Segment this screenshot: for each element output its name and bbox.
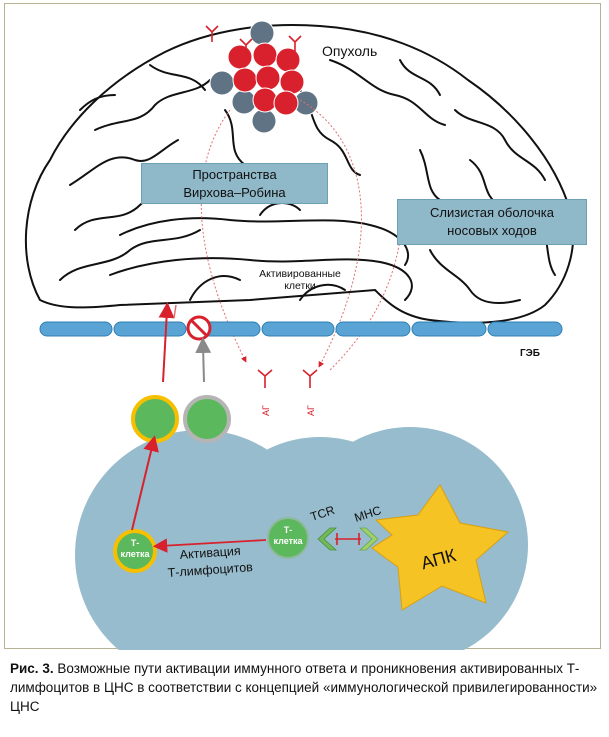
tumor-cell-red bbox=[275, 47, 301, 73]
t-cell-left-label-line2: клетка bbox=[120, 549, 150, 559]
tumor-cell-red bbox=[255, 65, 281, 91]
t-cell-center-label-line1: Т- bbox=[284, 525, 293, 535]
nasal-mucosa-box: Слизистая оболочка носовых ходов bbox=[397, 199, 587, 245]
antibody-icon bbox=[288, 35, 302, 52]
activation-label-line1: Активация bbox=[179, 544, 241, 562]
activation-label-line2: Т-лимфоцитов bbox=[167, 560, 253, 580]
tumor-cell-gray bbox=[249, 20, 275, 46]
tumor-cell-gray bbox=[209, 70, 235, 96]
blocked-crossing-icon bbox=[186, 315, 212, 341]
tumor-cell-red bbox=[273, 90, 299, 116]
activated-cells-label-line1: Активированные bbox=[259, 268, 341, 280]
tumor-cell-red bbox=[279, 69, 305, 95]
caption-text: Возможные пути активации иммунного ответ… bbox=[10, 661, 598, 714]
bbb-segment bbox=[335, 321, 411, 337]
antigen-label-2: АГ bbox=[306, 405, 316, 416]
inactive-t-cell bbox=[183, 395, 231, 443]
activation-arrow bbox=[152, 538, 267, 553]
virchow-robin-box: Пространства Вирхова–Робина bbox=[141, 163, 328, 204]
activated-t-cell bbox=[131, 395, 179, 443]
tcr-receptor-icon bbox=[317, 527, 338, 551]
antigen-icon bbox=[257, 369, 273, 388]
tumor-cell-gray bbox=[251, 108, 277, 134]
gray-blocked-arrow bbox=[195, 337, 212, 383]
t-cell-left-label-line1: Т- bbox=[131, 538, 140, 548]
antigen-markers bbox=[257, 369, 318, 388]
tumor-label: Опухоль bbox=[322, 43, 377, 59]
antibody-icon bbox=[205, 25, 219, 42]
bbb-segment bbox=[487, 321, 563, 337]
tumor-cell-red bbox=[227, 44, 253, 70]
caption-lead: Рис. 3. bbox=[10, 661, 54, 676]
antigen-label-1: АГ bbox=[261, 405, 271, 416]
t-cell-center-label-line2: клетка bbox=[273, 536, 303, 546]
activated-cells-label-line2: клетки bbox=[284, 280, 316, 292]
bbb-segment bbox=[39, 321, 113, 337]
bbb-segment bbox=[261, 321, 335, 337]
figure-caption: Рис. 3. Возможные пути активации иммунно… bbox=[10, 659, 602, 716]
migration-arrow bbox=[131, 435, 159, 531]
mhc-molecule-icon bbox=[358, 527, 379, 551]
tumor-cluster bbox=[209, 20, 319, 134]
t-cell-center bbox=[267, 517, 309, 559]
tumor-cell-red bbox=[252, 87, 278, 113]
tumor-antibodies bbox=[205, 25, 302, 55]
antibody-icon bbox=[239, 38, 253, 55]
apc-cell bbox=[371, 484, 510, 611]
bbb-segment bbox=[411, 321, 487, 337]
immune-pathway-diagram: Опухоль Активированные клетки ГЭБ АГ АГ bbox=[24, 20, 575, 650]
blood-brain-barrier bbox=[39, 321, 563, 337]
tumor-cell-red bbox=[252, 42, 278, 68]
tumor-cell-gray bbox=[231, 89, 257, 115]
bbb-label: ГЭБ bbox=[520, 348, 540, 359]
tumor-cell-red bbox=[232, 67, 258, 93]
antigen-icon bbox=[302, 369, 318, 388]
dashed-pathways bbox=[200, 99, 401, 371]
red-entry-arrow bbox=[158, 302, 175, 383]
bbb-segment bbox=[113, 321, 187, 337]
